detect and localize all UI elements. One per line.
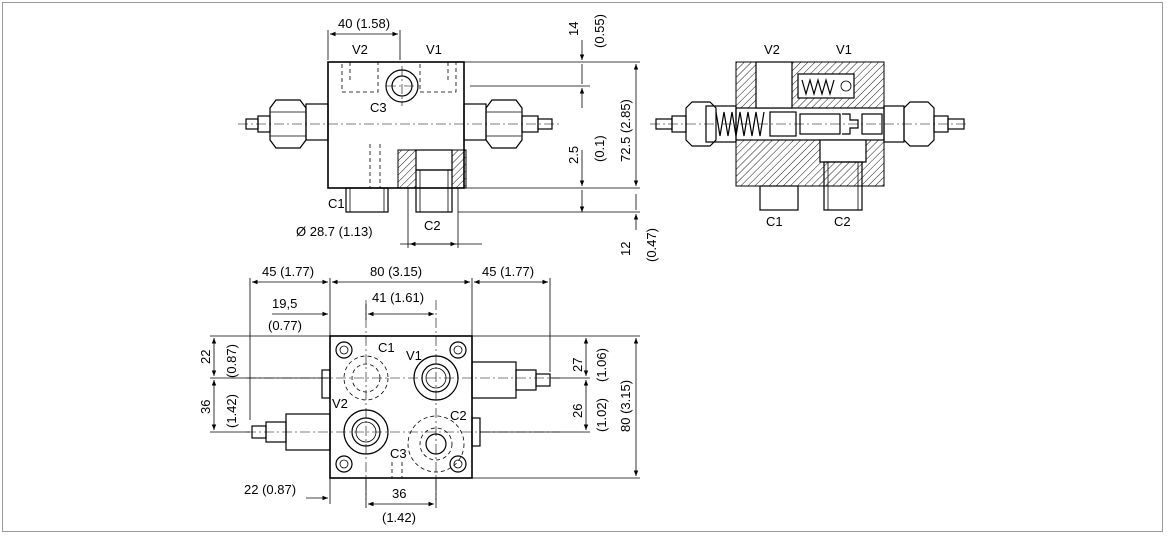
dim-36-left: 36 [198,400,213,414]
dim-22-bottom: 22 (0.87) [244,482,296,497]
dim-41: 41 (1.61) [372,290,424,305]
v2-bore [755,61,793,109]
plan-c1-port [343,355,389,401]
label-v2-plan: V2 [332,396,348,411]
label-v2-top: V2 [352,42,368,57]
dim-26-in: (1.02) [594,398,609,432]
label-c1-plan: C1 [378,340,395,355]
dim-72-5: 72.5 (2.85) [618,99,633,162]
dim-diameter: Ø 28.7 (1.13) [296,224,373,239]
left-boss [305,103,329,141]
mount-hole-tr [449,341,467,359]
top-view: 40 (1.58) V2 V1 C3 C1 C2 Ø 28.7 (1.13) 1… [238,14,659,262]
plan-body-outline [329,335,473,479]
mount-hole-br [449,455,467,473]
dim-plan-left: 45 (1.77) [262,264,314,279]
label-v1-top: V1 [426,42,442,57]
dim-27: 27 [570,358,585,372]
dim-36-bottom: 36 [392,486,406,501]
dim-plan-right: 45 (1.77) [482,264,534,279]
label-v1-section: V1 [836,42,852,57]
section-c1-fitting [759,185,799,211]
dim-14-in: (0.55) [592,14,607,48]
label-c2-plan: C2 [450,408,467,423]
dim-2-5-in: (0.1) [592,135,607,162]
dim-14: 14 [566,22,581,36]
dim-36-bottom-in: (1.42) [382,510,416,525]
section-c2-fitting [823,161,863,211]
section-right-nut [903,101,935,147]
mount-hole-tl [335,341,353,359]
dim-22-in: (0.87) [224,344,239,378]
spring-left [715,111,765,137]
label-c3-plan: C3 [390,446,407,461]
dim-12-in: (0.47) [644,228,659,262]
dim-27-in: (1.06) [594,348,609,382]
section-view: V2 V1 C1 C2 [650,42,966,229]
dim-36-left-in: (1.42) [224,394,239,428]
label-v1-plan: V1 [406,348,422,363]
label-c1-top: C1 [328,196,345,211]
c1-fitting [345,187,389,213]
dim-2-5: 2.5 [566,146,581,164]
dim-12: 12 [618,242,633,256]
label-c1-section: C1 [766,214,783,229]
label-c2-section: C2 [834,214,851,229]
dim-plan-center: 80 (3.15) [370,264,422,279]
dim-19-5: 19,5 [272,296,297,311]
right-nut [485,99,523,149]
label-v2-section: V2 [764,42,780,57]
label-c2-top: C2 [424,218,441,233]
plan-right-boss [471,361,517,399]
label-c3-top: C3 [370,100,387,115]
c2-fitting [415,169,453,213]
mount-hole-bl [335,455,353,473]
dim-22: 22 [198,350,213,364]
dim-80-right: 80 (3.15) [618,380,633,432]
right-boss [463,103,487,141]
plan-view: 45 (1.77) 80 (3.15) 45 (1.77) 19,5 (0.77… [198,264,640,525]
dim-26: 26 [570,404,585,418]
spring-top [801,77,835,97]
dim-19-5-in: (0.77) [268,318,302,333]
dim-width-40: 40 (1.58) [338,16,390,31]
